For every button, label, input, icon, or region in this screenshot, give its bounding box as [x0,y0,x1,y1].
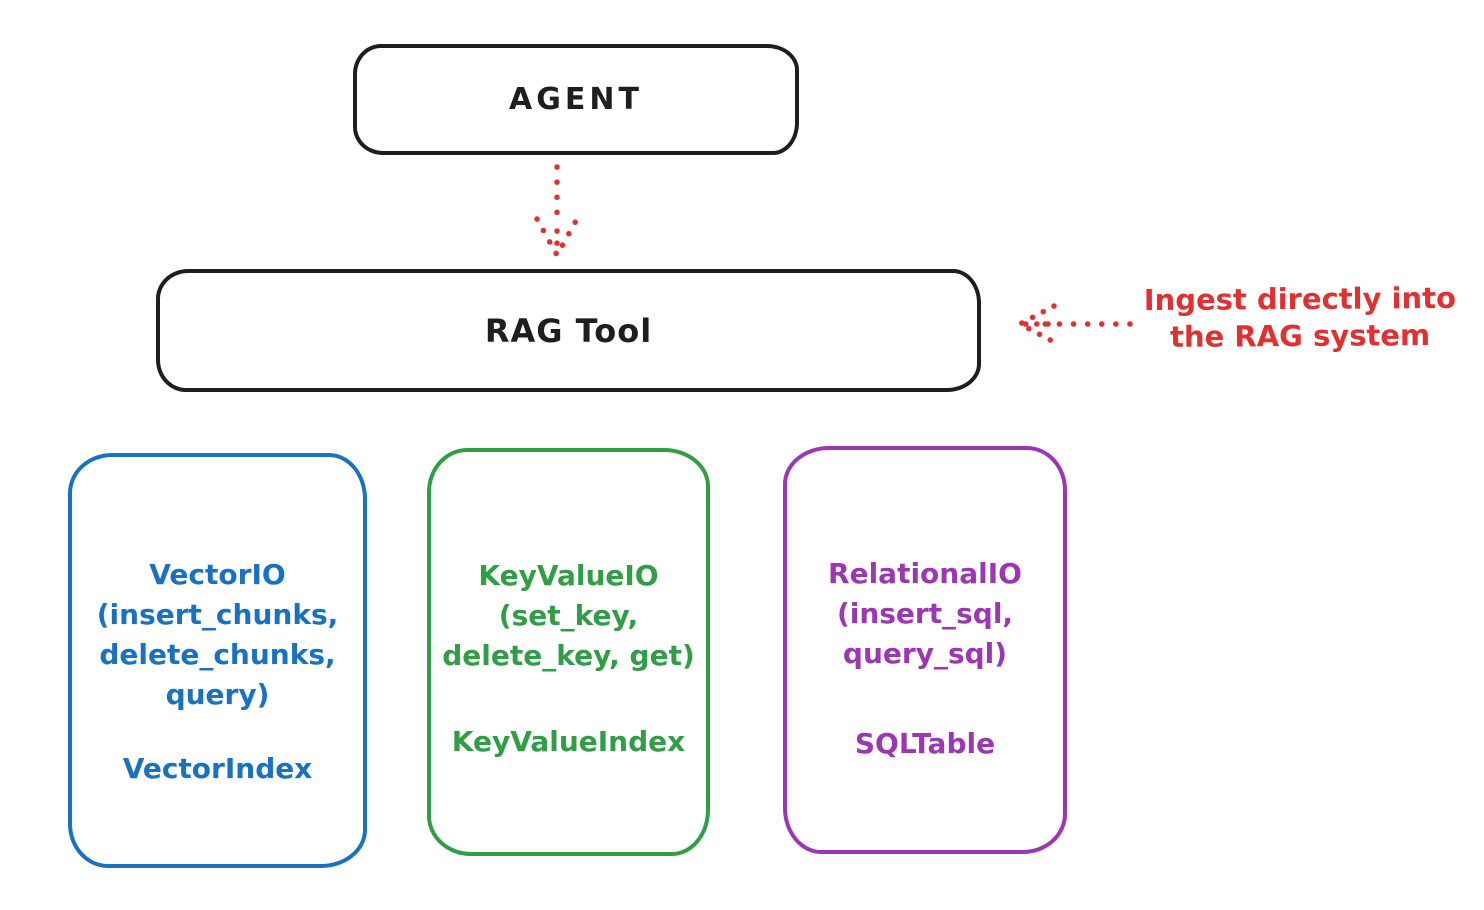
agent-to-rag-arrow [527,161,587,263]
keyvalueio-methods-line2: delete_key, get) [442,639,695,672]
keyvalueio-title: KeyValueIO [478,559,659,592]
vectorio-methods-line1: (insert_chunks, [96,598,339,631]
agent-node: AGENT [353,44,799,155]
relationalio-title: RelationalIO [828,557,1022,590]
ingest-annotation: Ingest directly into the RAG system [1130,280,1471,356]
dotted-arrow-left-icon [1017,303,1133,345]
vectorio-index-label: VectorIndex [122,752,313,785]
keyvalueio-methods-line1: (set_key, [498,599,639,632]
relationalio-index-label: SQLTable [854,727,996,760]
relationalio-methods-line2: query_sql) [842,637,1008,670]
vectorio-methods-line3: query) [165,678,270,711]
agent-node-label: AGENT [509,82,643,117]
rag-tool-node: RAG Tool [156,269,981,392]
backend-box-relationalio: RelationalIO (insert_sql, query_sql) SQL… [783,446,1067,854]
ingest-annotation-line2: the RAG system [1169,318,1431,354]
ingest-annotation-line1: Ingest directly into [1143,280,1457,318]
ingest-annotation-arrow [1006,297,1138,353]
backend-box-keyvalueio: KeyValueIO (set_key, delete_key, get) Ke… [427,448,710,856]
vectorio-methods-line2: delete_chunks, [99,638,336,671]
backend-box-vectorio: VectorIO (insert_chunks, delete_chunks, … [68,453,367,868]
rag-tool-node-label: RAG Tool [484,311,653,350]
vectorio-title: VectorIO [149,558,286,591]
dotted-arrow-down-icon [534,164,580,258]
keyvalueio-index-label: KeyValueIndex [451,725,686,758]
relationalio-methods-line1: (insert_sql, [836,597,1014,630]
